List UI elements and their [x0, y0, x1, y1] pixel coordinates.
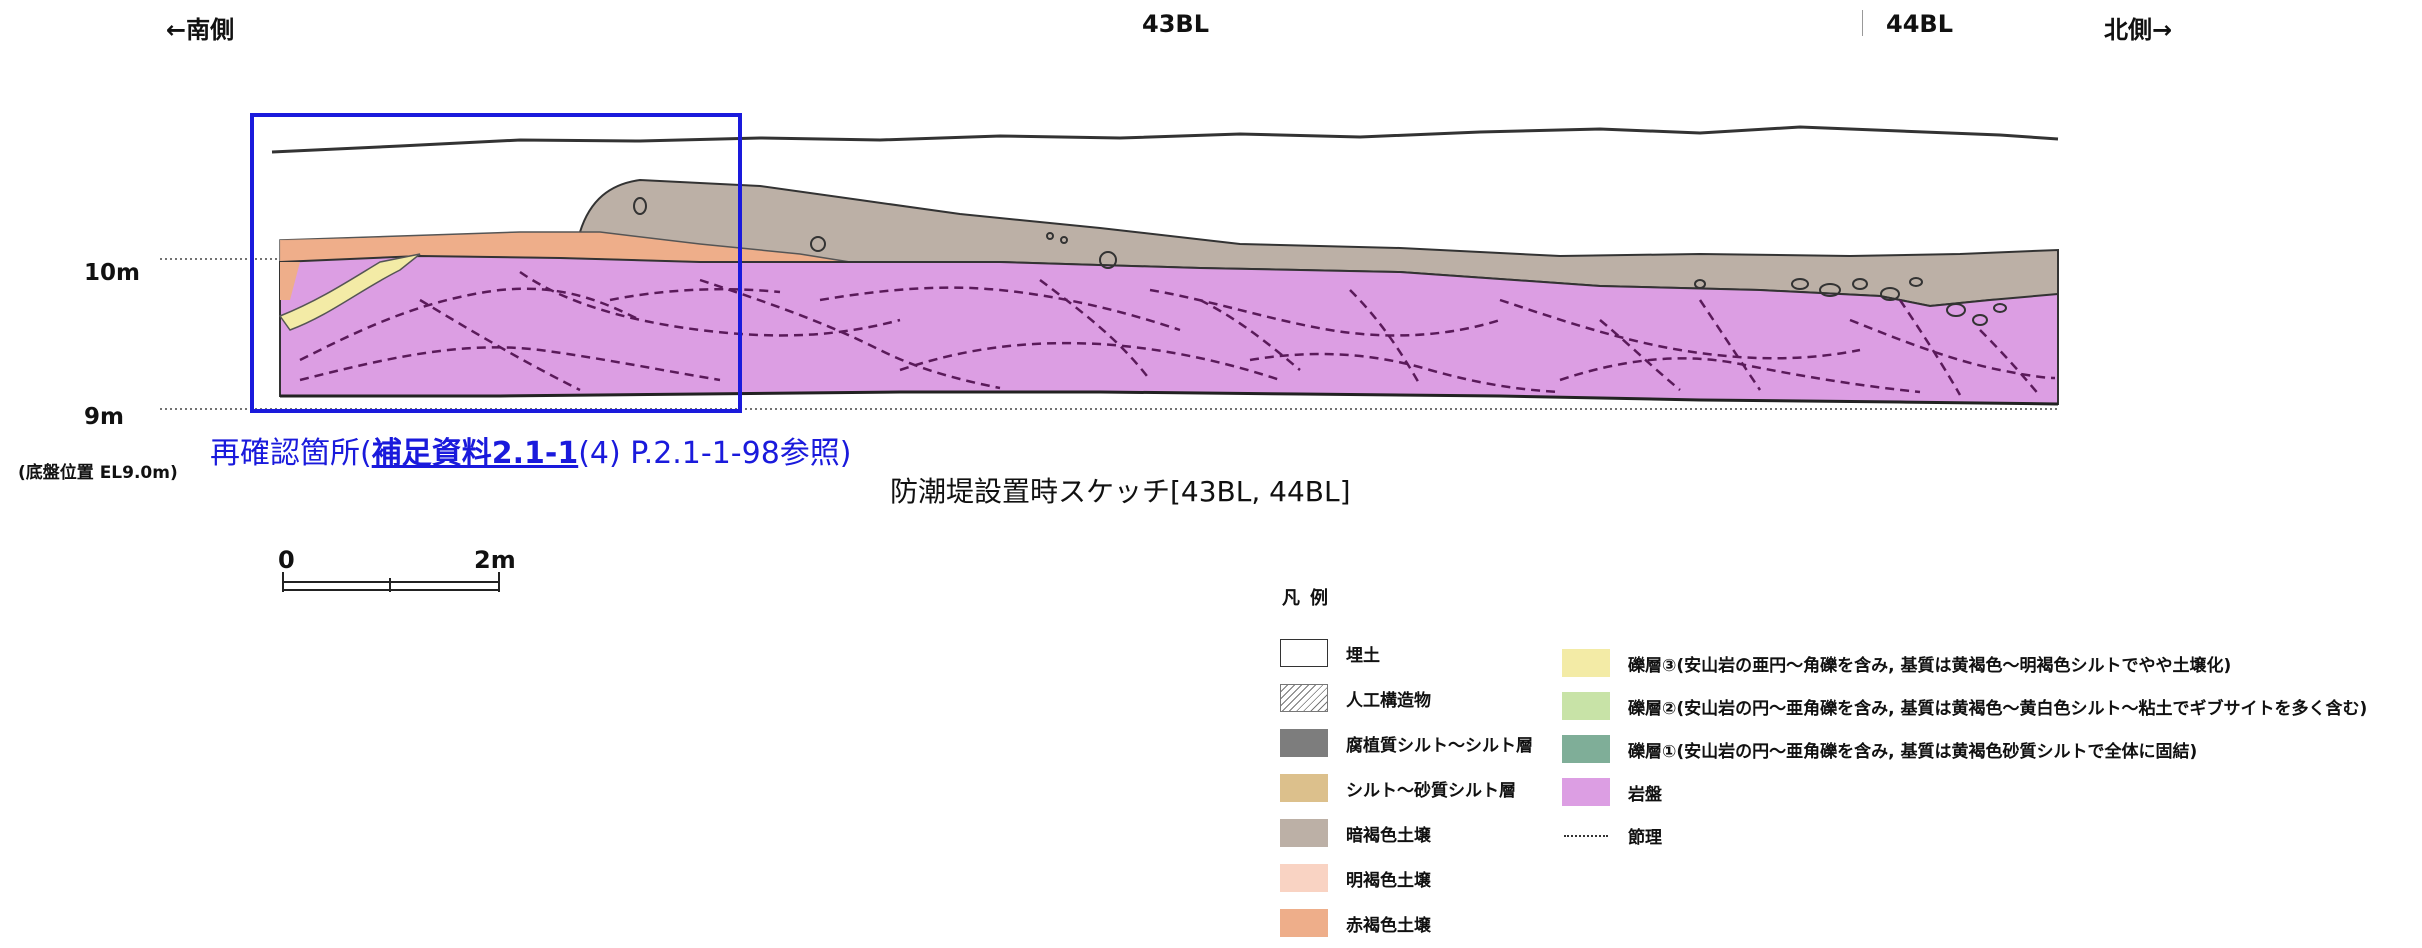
legend-swatch: [1562, 778, 1610, 806]
block-43-label: 43BL: [1142, 10, 1209, 38]
legend-item: 暗褐色土壌: [1280, 818, 1431, 848]
legend-swatch: [1280, 819, 1328, 847]
legend-swatch: [1280, 639, 1328, 667]
legend-label: 埋土: [1346, 645, 1380, 666]
legend-label: 岩盤: [1628, 784, 1662, 805]
elevation-10m-label: 10m: [84, 260, 140, 286]
legend-item: 礫層①(安山岩の円～亜角礫を含み, 基質は黄褐色砂質シルトで全体に固結): [1562, 734, 2197, 764]
gravel-clasts: [810, 232, 2007, 326]
legend-label: 腐植質シルト～シルト層: [1346, 735, 1533, 756]
bedrock-joints: [299, 270, 2056, 397]
legend-label: 赤褐色土壌: [1346, 915, 1431, 936]
legend-title: 凡例: [1282, 588, 1338, 609]
legend-label: 礫層③(安山岩の亜円～角礫を含み, 基質は黄褐色～明褐色シルトでやや土壌化): [1628, 655, 2232, 676]
scale-end-label: 2m: [474, 546, 516, 574]
scale-bar: [282, 572, 500, 592]
legend-swatch: [1562, 735, 1610, 763]
legend-item: 節理: [1562, 820, 1662, 850]
legend-item: 礫層③(安山岩の亜円～角礫を含み, 基質は黄褐色～明褐色シルトでやや土壌化): [1562, 648, 2231, 678]
legend-swatch: [1280, 684, 1328, 712]
legend-item: 赤褐色土壌: [1280, 908, 1431, 938]
fill-top-boundary: [271, 125, 2059, 154]
legend-label: 明褐色土壌: [1346, 870, 1431, 891]
legend-item: 礫層②(安山岩の円～亜角礫を含み, 基質は黄褐色～黄白色シルト～粘土でギブサイト…: [1562, 691, 2367, 721]
recheck-prefix: 再確認箇所(: [210, 436, 372, 471]
legend-item: 人工構造物: [1280, 683, 1431, 713]
legend-label: 礫層①(安山岩の円～亜角礫を含み, 基質は黄褐色砂質シルトで全体に固結): [1628, 741, 2198, 762]
legend-label: 人工構造物: [1346, 690, 1431, 711]
legend-item: 埋土: [1280, 638, 1380, 668]
legend-item: 腐植質シルト～シルト層: [1280, 728, 1533, 758]
legend-swatch: [1562, 821, 1610, 849]
elevation-9m-label: 9m: [84, 404, 124, 430]
north-direction-label: 北側→: [2104, 16, 2173, 44]
gravel-layer-3: [278, 253, 421, 331]
recheck-highlight-box: [250, 113, 742, 413]
block-44-label: 44BL: [1886, 10, 1953, 38]
south-direction-label: ←南側: [166, 16, 235, 44]
legend-swatch: [1562, 692, 1610, 720]
base-elevation-note: (底盤位置 EL9.0m): [18, 463, 178, 483]
legend-item: 岩盤: [1562, 777, 1662, 807]
supplementary-material-link[interactable]: 補足資料2.1-1: [371, 436, 579, 471]
legend-swatch: [1280, 729, 1328, 757]
legend-label: 節理: [1628, 827, 1662, 848]
legend-label: 礫層②(安山岩の円～亜角礫を含み, 基質は黄褐色～黄白色シルト～粘土でギブサイト…: [1628, 698, 2368, 719]
legend-item: シルト～砂質シルト層: [1280, 773, 1516, 803]
recheck-reference: 再確認箇所(補足資料2.1-1(4) P.2.1-1-98参照): [210, 428, 852, 472]
legend-swatch: [1280, 864, 1328, 892]
legend-item: 明褐色土壌: [1280, 863, 1431, 893]
recheck-suffix: (4) P.2.1-1-98参照): [578, 436, 852, 471]
legend-swatch: [1562, 649, 1610, 677]
legend-label: 暗褐色土壌: [1346, 825, 1431, 846]
block-boundary-tick: [1862, 10, 1863, 36]
legend-label: シルト～砂質シルト層: [1346, 780, 1516, 801]
legend-swatch: [1280, 774, 1328, 802]
sketch-caption: 防潮堤設置時スケッチ[43BL, 44BL]: [890, 475, 1351, 508]
scale-start-label: 0: [278, 546, 295, 574]
legend-swatch: [1280, 909, 1328, 937]
